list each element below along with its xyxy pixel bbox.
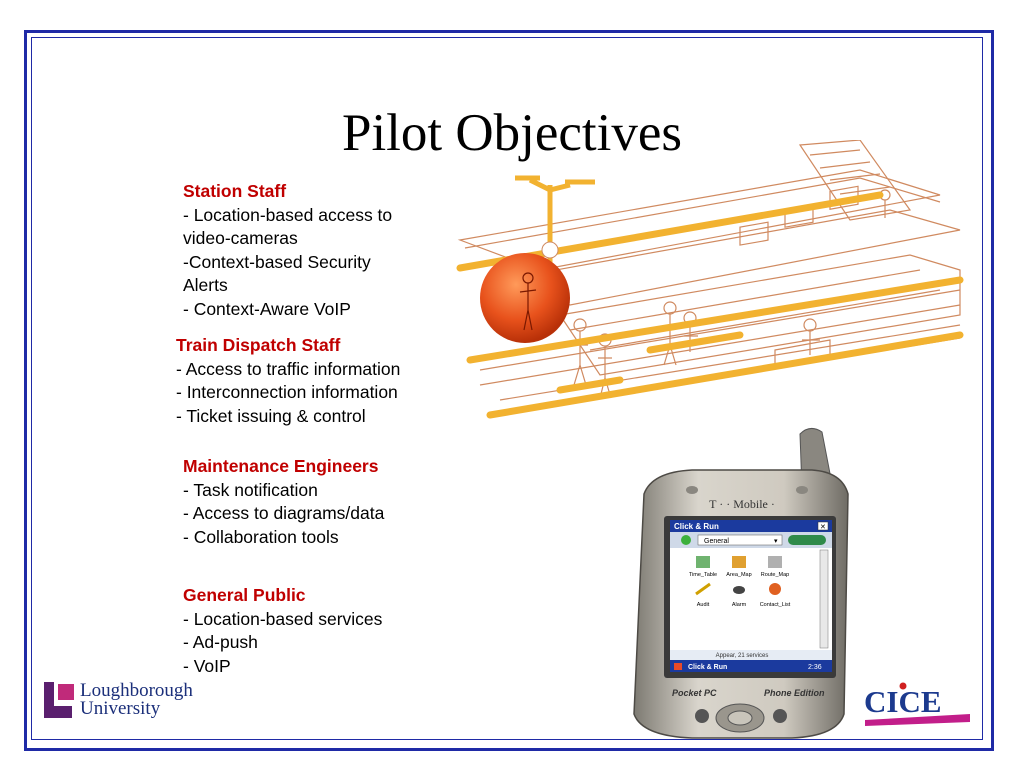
- slide-title: Pilot Objectives: [341, 104, 683, 162]
- bullet-line: - Context-Aware VoIP: [183, 298, 351, 319]
- bullet-line: - Access to traffic information: [176, 358, 401, 379]
- bullet-line: - Ad-push: [183, 632, 258, 652]
- bullet-line: Alerts: [183, 275, 228, 295]
- pocket-pc-phone-image: T · · Mobile · Click & Run ✕ General ▾ T…: [633, 428, 849, 739]
- bullet-line: - Ticket issuing & control: [176, 405, 366, 426]
- phone-taskbar-text: Click & Run: [688, 664, 727, 671]
- bullet-line: -Context-based Security: [183, 251, 371, 272]
- slide-border-inner: [31, 37, 983, 740]
- section-heading: Station Staff: [183, 181, 287, 201]
- bullet-line: video-cameras: [183, 228, 298, 248]
- bullet-line: - Location-based access to: [183, 204, 393, 225]
- phone-status-text: Appear, 21 services: [716, 653, 769, 659]
- section-heading: General Public: [183, 585, 306, 605]
- maintenance-engineers-block: Maintenance Engineers - Task notificatio…: [183, 455, 433, 549]
- app-label: Contact_List: [760, 602, 791, 608]
- general-public-block: General Public - Location-based services…: [183, 584, 433, 678]
- loughborough-logo-mark: [44, 682, 74, 718]
- bullet-line: - Collaboration tools: [183, 526, 339, 547]
- phone-brand-text: T · · Mobile ·: [709, 497, 775, 511]
- chevron-down-icon: ▾: [774, 538, 778, 545]
- close-icon: ✕: [820, 524, 826, 531]
- section-heading: Maintenance Engineers: [183, 456, 379, 476]
- train-dispatch-staff-block: Train Dispatch Staff - Access to traffic…: [176, 334, 446, 428]
- slide-border-outer: [24, 30, 994, 751]
- phone-left-label: Pocket PC: [672, 688, 717, 698]
- phone-clock: 2:36: [808, 664, 822, 671]
- phone-dropdown-value: General: [704, 538, 729, 545]
- train-station-illustration: [456, 140, 964, 419]
- phone-app-grid: Time_Table Area_Map Route_Map Audit Alar…: [689, 556, 791, 608]
- bullet-line: - Task notification: [183, 479, 318, 500]
- cice-logo-text: CICE: [864, 684, 942, 719]
- bullet-line: - Access to diagrams/data: [183, 503, 385, 523]
- app-label: Audit: [697, 602, 710, 608]
- app-label: Area_Map: [726, 572, 751, 578]
- phone-scrollbar: [819, 549, 829, 649]
- phone-right-label: Phone Edition: [764, 688, 825, 698]
- station-staff-block: Station Staff - Location-based access to…: [183, 180, 433, 321]
- section-heading: Train Dispatch Staff: [176, 335, 341, 355]
- app-label: Alarm: [732, 602, 747, 608]
- loughborough-logo-text: Loughborough University: [80, 680, 193, 719]
- app-label: Route_Map: [761, 572, 789, 578]
- bullet-line: - Interconnection information: [176, 382, 398, 402]
- cice-logo: CICE: [864, 682, 970, 726]
- app-label: Time_Table: [689, 572, 717, 578]
- bullet-line: - VoIP: [183, 655, 231, 676]
- bullet-line: - Location-based services: [183, 608, 383, 629]
- logo-line: Loughborough: [80, 680, 193, 701]
- phone-window-title: Click & Run: [674, 522, 719, 531]
- logo-line: University: [80, 698, 161, 719]
